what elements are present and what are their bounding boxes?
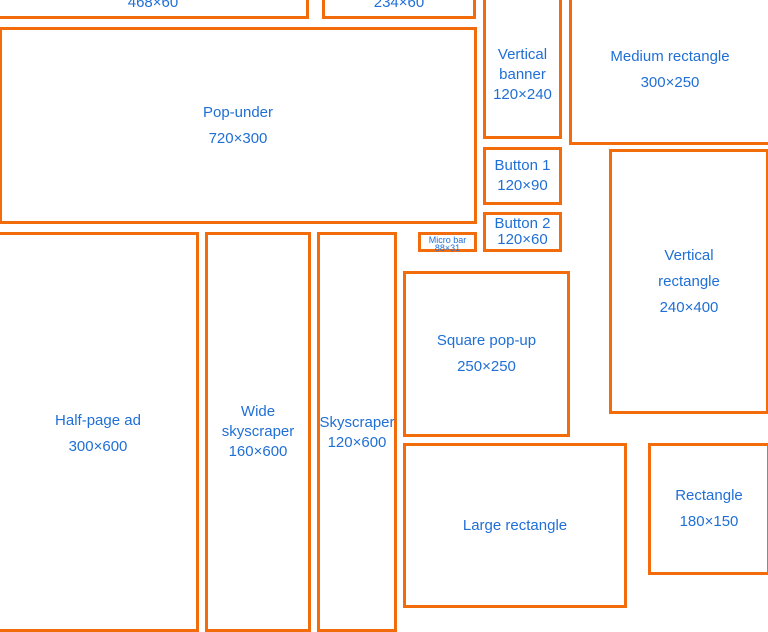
pop-under-box: Pop-under 720×300	[0, 27, 477, 224]
ad-dimensions: 88×31	[434, 243, 461, 253]
ad-name: Rectangle	[675, 487, 743, 504]
ad-dimensions: 180×150	[679, 513, 739, 530]
ad-dimensions: 300×250	[640, 73, 700, 91]
ad-dimensions: 120×240	[493, 85, 552, 103]
leaderboard-banner-box: 468×60	[0, 0, 309, 19]
ad-name: Large rectangle	[462, 517, 568, 534]
medium-rectangle-box: Medium rectangle 300×250	[569, 0, 768, 145]
ad-name: Micro bar	[428, 235, 467, 245]
half-banner-box: 234×60	[322, 0, 476, 19]
micro-bar-box: Micro bar 88×31	[418, 232, 477, 253]
ad-name: Button 1	[494, 157, 551, 174]
half-page-ad-box: Half-page ad 300×600	[0, 232, 199, 632]
ad-name: Button 2	[494, 215, 551, 232]
square-pop-up-box: Square pop-up 250×250	[403, 271, 570, 437]
rectangle-box: Rectangle 180×150	[648, 443, 768, 575]
ad-dimensions: 234×60	[373, 0, 425, 11]
ad-dimensions: 120×60	[497, 231, 548, 248]
button-1-box: Button 1 120×90	[483, 147, 562, 205]
wide-skyscraper-box: Wide skyscraper 160×600	[205, 232, 311, 632]
ad-dimensions: 468×60	[127, 0, 179, 11]
button-2-box: Button 2 120×60	[483, 212, 562, 252]
ad-dimensions: 240×400	[659, 298, 719, 316]
ad-name: Skyscraper	[319, 414, 395, 431]
ad-name: Square pop-up	[436, 332, 537, 349]
ad-name: Vertical rectangle	[658, 246, 720, 290]
large-rectangle-box: Large rectangle	[403, 443, 627, 608]
ad-dimensions: 160×600	[228, 443, 288, 460]
skyscraper-box: Skyscraper 120×600	[317, 232, 397, 632]
ad-name: Half-page ad	[55, 412, 141, 429]
ad-dimensions: 120×600	[327, 434, 387, 451]
ad-dimensions: 720×300	[208, 129, 268, 147]
ad-name: Vertical banner	[497, 45, 548, 83]
ad-dimensions: 250×250	[457, 358, 516, 375]
ad-name: Medium rectangle	[610, 47, 730, 65]
ad-name: Pop-under	[202, 103, 274, 121]
ad-dimensions: 300×600	[68, 438, 128, 455]
vertical-banner-box: Vertical banner 120×240	[483, 0, 562, 139]
vertical-rectangle-box: Vertical rectangle 240×400	[609, 149, 768, 414]
ad-dimensions: 120×90	[497, 177, 548, 194]
ad-name: Wide skyscraper	[221, 403, 295, 440]
